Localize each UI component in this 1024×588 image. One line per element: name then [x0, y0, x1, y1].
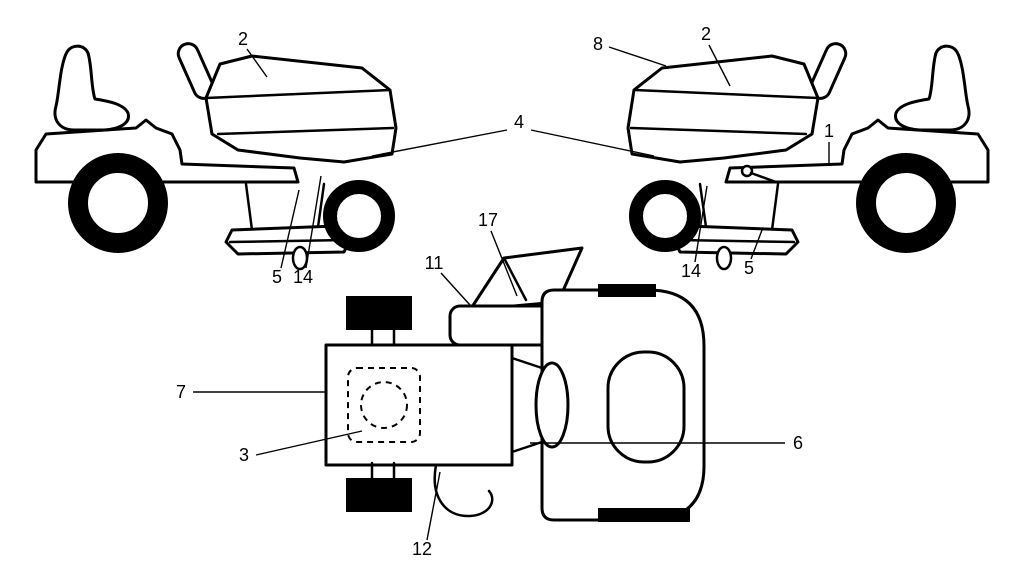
leader-lines [193, 44, 830, 541]
side-view-right [628, 40, 988, 269]
seat-top [606, 350, 686, 464]
battery-outline [347, 367, 421, 443]
leader-left-5 [280, 189, 300, 269]
top-view [324, 246, 706, 522]
callout-4: 4 [514, 112, 524, 132]
leader-right-2 [708, 44, 731, 87]
side-view-left [36, 40, 396, 269]
rear-wheel-top-left [598, 284, 656, 297]
callout-top-17: 17 [478, 210, 498, 230]
leader-right-5 [750, 229, 763, 260]
callout-top-3: 3 [239, 445, 249, 465]
callout-right-5: 5 [744, 258, 754, 278]
callout-top-7: 7 [176, 382, 186, 402]
front-wheel-top-left [346, 296, 412, 347]
leader-right-14 [694, 185, 708, 263]
leader-left-14 [305, 175, 322, 269]
front-wheel-top-right [346, 461, 412, 512]
cable [433, 463, 494, 518]
steering-wheel-top [534, 361, 570, 449]
callout-left-2: 2 [238, 29, 248, 49]
callout-left-14: 14 [293, 267, 313, 287]
callout-left-5: 5 [272, 267, 282, 287]
leader-top-3 [255, 430, 363, 456]
callout-top-6: 6 [793, 433, 803, 453]
callout-right-1: 1 [824, 121, 834, 141]
leader-top-17 [490, 230, 518, 297]
callout-right-8: 8 [593, 34, 603, 54]
callout-right-2: 2 [701, 24, 711, 44]
callout-top-12: 12 [412, 539, 432, 559]
leader-right-8 [608, 46, 667, 67]
leader-left-2 [246, 48, 268, 78]
leader-4-to-right [530, 129, 655, 157]
callout-top-11: 11 [425, 253, 444, 273]
engine-bay [324, 343, 514, 467]
leader-top-11 [440, 272, 471, 306]
callout-labels: 2 4 5 14 8 2 1 14 5 17 11 7 3 6 12 [176, 24, 834, 559]
rear-wheel-top-right [598, 508, 690, 522]
callout-right-14: 14 [681, 261, 701, 281]
leader-top-12 [426, 471, 441, 541]
deck-lift-lever [740, 164, 778, 184]
leader-4-to-left [371, 129, 508, 157]
